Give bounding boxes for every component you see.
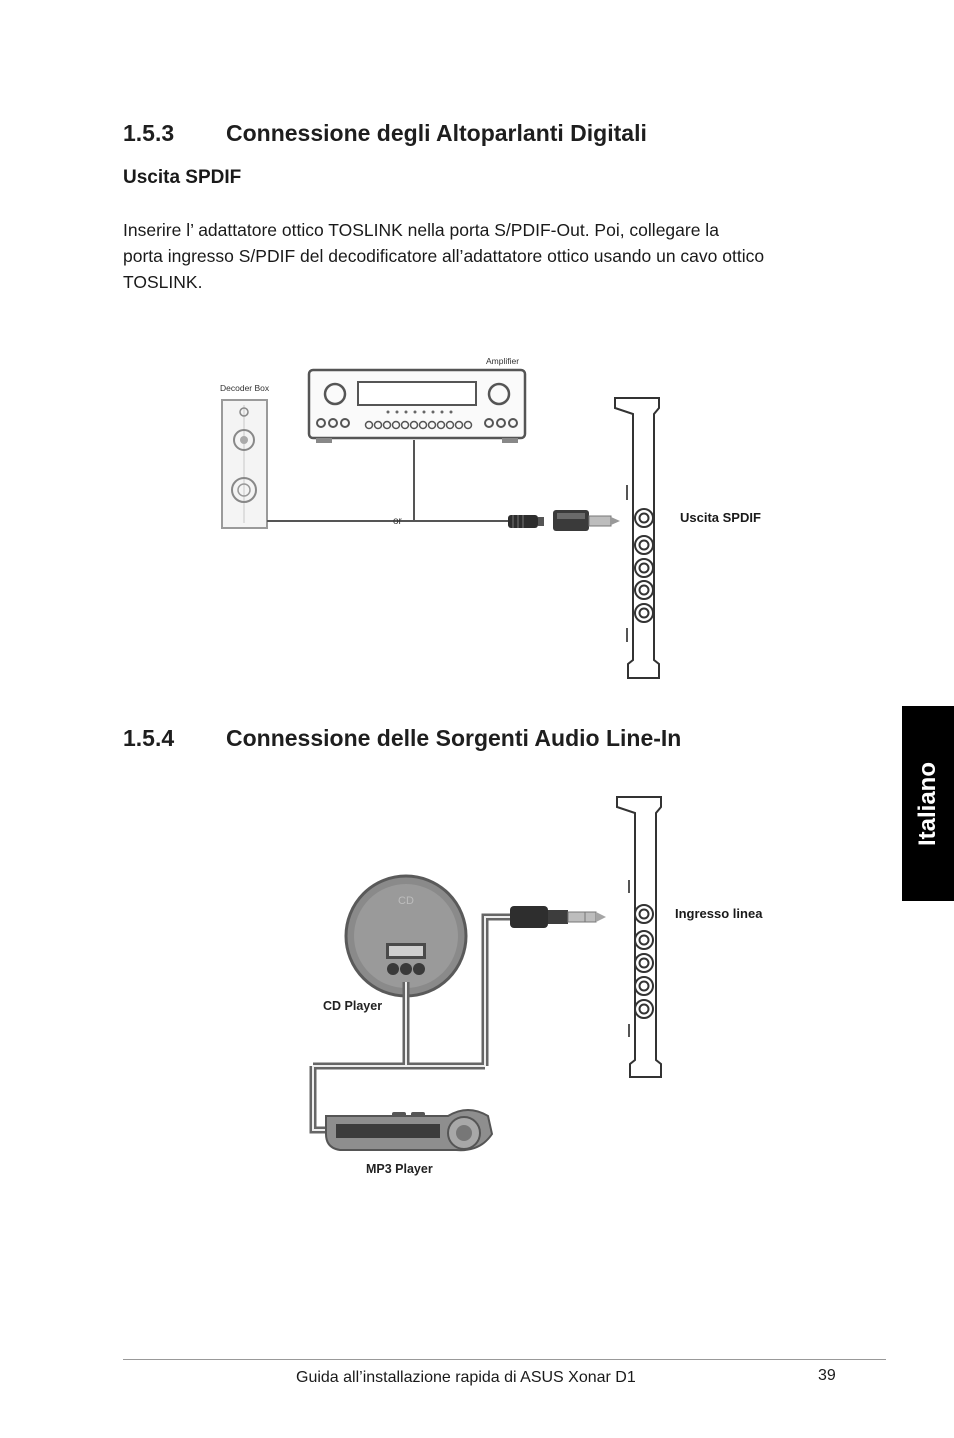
section-title-153: Connessione degli Altoparlanti Digitali <box>226 120 647 146</box>
cd-player-label: CD Player <box>323 999 382 1013</box>
sound-card-bracket <box>616 796 662 1078</box>
spdif-port-label: Uscita SPDIF <box>680 510 761 525</box>
mp3-player-label: MP3 Player <box>366 1162 433 1176</box>
optical-adapter-icon <box>553 510 620 531</box>
paragraph-line: porta ingresso S/PDIF del decodificatore… <box>123 246 765 266</box>
subsection-title: Uscita SPDIF <box>123 167 242 188</box>
paragraph-line: TOSLINK. <box>123 272 203 292</box>
toslink-plug-icon <box>508 515 544 528</box>
amplifier-label: Amplifier <box>486 356 519 366</box>
audio-jack-icon <box>634 508 654 623</box>
amplifier-illustration <box>307 368 527 443</box>
optical-cable <box>267 440 508 522</box>
instruction-paragraph: Inserire l’ adattatore ottico TOSLINK ne… <box>123 217 853 295</box>
spdif-diagram: Decoder Box Amplifier or <box>220 356 761 679</box>
svg-text:CD: CD <box>398 895 414 907</box>
or-label: or <box>393 516 403 527</box>
section-number-154: 1.5.4 <box>123 725 175 751</box>
footer-text: Guida all’installazione rapida di ASUS X… <box>296 1369 636 1386</box>
audio-plug-icon <box>510 906 606 928</box>
section-title-154: Connessione delle Sorgenti Audio Line-In <box>226 725 682 751</box>
page-number: 39 <box>818 1367 836 1384</box>
cd-player-illustration: CD <box>344 874 468 998</box>
line-in-port-label: Ingresso linea <box>675 906 763 921</box>
decoder-box-label: Decoder Box <box>220 383 270 393</box>
audio-jack-icon <box>634 904 654 1019</box>
section-number-153: 1.5.3 <box>123 120 175 146</box>
paragraph-line: Inserire l’ adattatore ottico TOSLINK ne… <box>123 220 719 240</box>
language-tab-label: Italiano <box>914 761 941 846</box>
language-tab: Italiano <box>902 706 954 901</box>
line-in-diagram: CD CD Player MP3 Player <box>309 796 763 1176</box>
footer-divider <box>123 1359 886 1360</box>
decoder-box-illustration <box>221 399 268 529</box>
mp3-player-illustration <box>325 1109 494 1152</box>
